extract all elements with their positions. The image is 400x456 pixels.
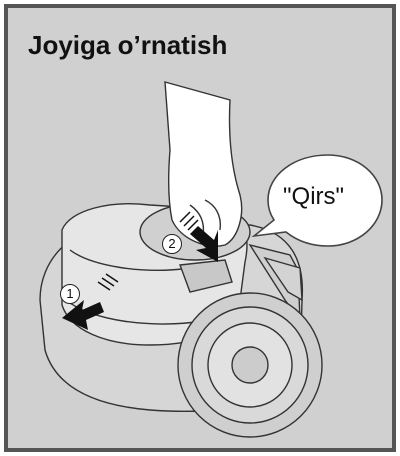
callout-text: "Qirs" — [283, 183, 344, 211]
hand — [165, 82, 242, 246]
step-marker-1: 1 — [60, 284, 80, 304]
step-marker-2: 2 — [162, 234, 182, 254]
page-title: Joyiga o’rnatish — [28, 30, 227, 61]
